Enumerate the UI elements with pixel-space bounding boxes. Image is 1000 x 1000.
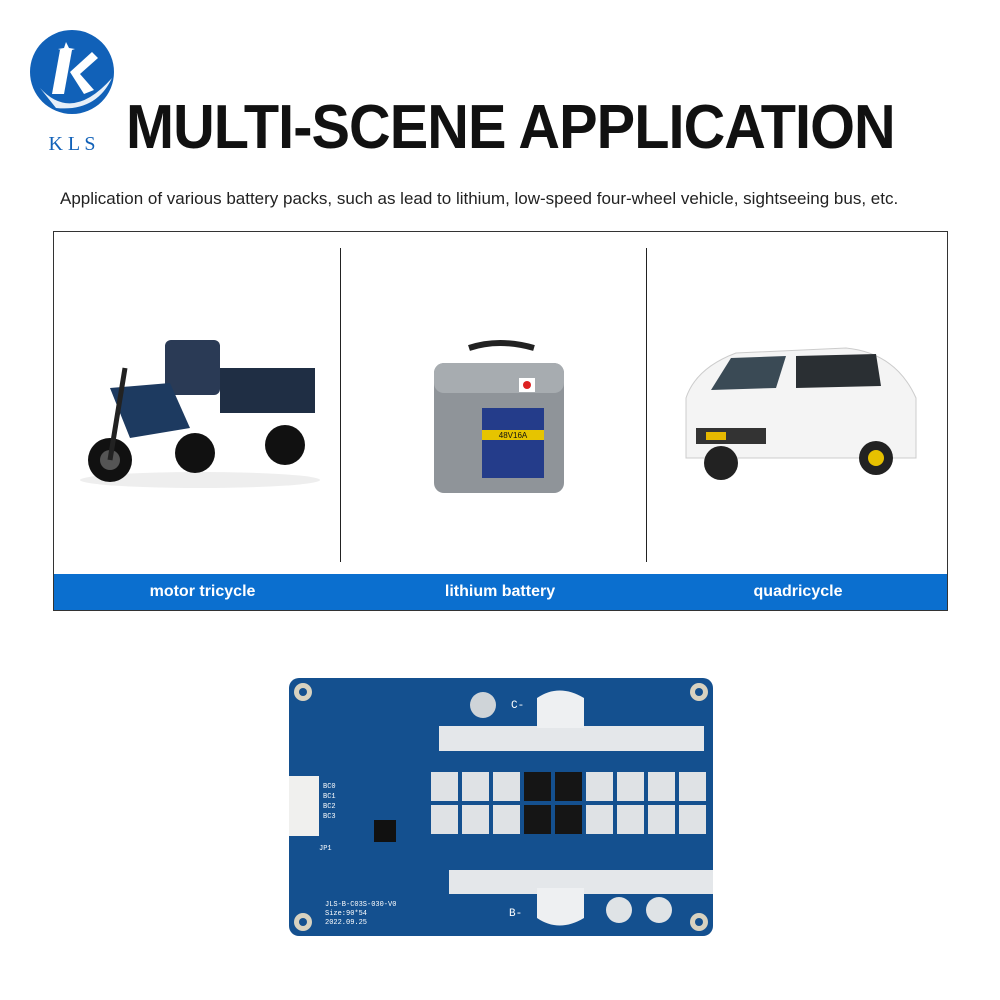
brand-name: K L S	[48, 133, 95, 155]
mosfet	[524, 805, 551, 834]
pcb-pin-label: BC1	[323, 793, 336, 801]
mosfet	[555, 772, 582, 801]
pcb-model: JLS-B-C03S-030-V0	[325, 901, 396, 909]
solder-pad	[679, 772, 706, 801]
pcb-size: Size:90*54	[325, 910, 367, 918]
page-subtitle: Application of various battery packs, su…	[60, 189, 899, 208]
solder-pad	[648, 772, 675, 801]
pcb-jp-label: JP1	[319, 845, 332, 853]
bms-pcb-image: C- B- JLS-B-C03S-030-V0 Size:90*54 2022.…	[289, 678, 713, 936]
divider	[646, 248, 647, 562]
solder-pad	[617, 805, 644, 834]
solder-pad	[431, 772, 458, 801]
scene-label: motor tricycle	[149, 583, 256, 600]
pcb-pin-label: BC2	[323, 803, 336, 811]
kls-logo: K L S	[30, 30, 114, 155]
solder-pad	[493, 805, 520, 834]
solder-pad	[617, 772, 644, 801]
divider	[340, 248, 341, 562]
page-title: MULTI-SCENE APPLICATION	[126, 93, 896, 162]
scene-label-bar: motor tricycle lithium battery quadricyc…	[54, 574, 947, 610]
solder-pad	[586, 772, 613, 801]
pcb-pin-label: BC3	[323, 813, 336, 821]
scene-label: quadricycle	[753, 583, 843, 600]
solder-pad	[431, 805, 458, 834]
quadricycle-image	[685, 347, 917, 480]
scene-panel: 48V16A motor tricycle lithium battery qu…	[53, 231, 948, 611]
motor-tricycle-image	[80, 340, 320, 488]
battery-label: 48V16A	[499, 431, 528, 440]
solder-pad	[462, 805, 489, 834]
pcb-b-minus-label: B-	[509, 908, 522, 920]
solder-pad	[493, 772, 520, 801]
mosfet	[555, 805, 582, 834]
solder-pad	[648, 805, 675, 834]
scene-label: lithium battery	[444, 583, 556, 600]
mosfet	[524, 772, 551, 801]
pcb-c-minus-label: C-	[511, 700, 524, 712]
solder-pad	[679, 805, 706, 834]
pcb-pin-label: BC0	[323, 783, 336, 791]
solder-pad	[586, 805, 613, 834]
solder-pad	[462, 772, 489, 801]
lithium-battery-image: 48V16A	[434, 340, 564, 493]
pcb-date: 2022.09.25	[325, 919, 367, 927]
